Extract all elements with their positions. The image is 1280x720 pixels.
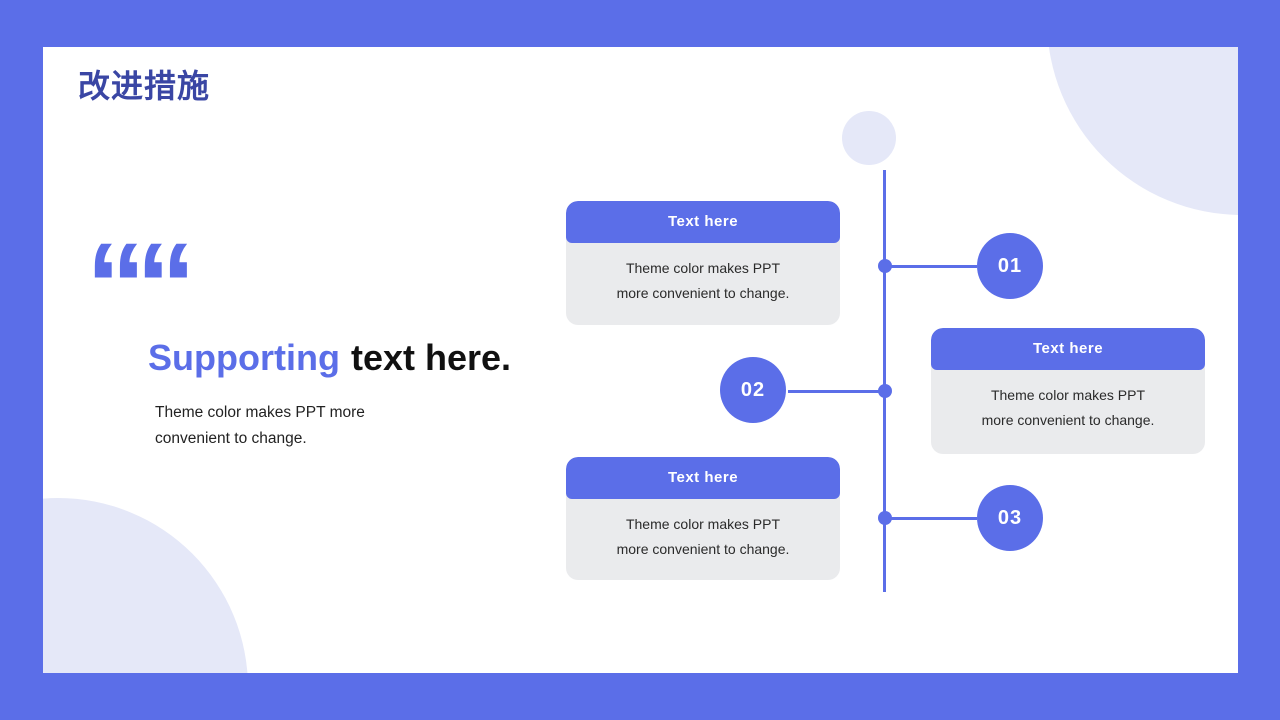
card-body-line: more convenient to change. [616,541,790,557]
intro-paragraph-line: Theme color makes PPT more [155,404,365,421]
card-body-line: Theme color makes PPT [625,260,781,276]
decorative-circle-top-right [1047,47,1238,215]
quote-glyph: “ [86,218,146,352]
card-body-line: more convenient to change. [616,285,790,301]
timeline-badge-01: 01 [977,233,1043,299]
card-body-line: Theme color makes PPT [990,387,1146,403]
timeline-card-2: Text here Theme color makes PPT more con… [931,328,1205,454]
card-body: Theme color makes PPT more convenient to… [566,499,840,562]
quote-glyph: “ [136,218,196,352]
card-header: Text here [931,328,1205,370]
card-header: Text here [566,457,840,499]
card-body-line: more convenient to change. [981,412,1155,428]
timeline-badge-03: 03 [977,485,1043,551]
card-body: Theme color makes PPT more convenient to… [566,243,840,306]
card-header: Text here [566,201,840,243]
timeline-connector-2 [788,390,885,393]
timeline-connector-1 [885,265,977,268]
timeline-badge-02: 02 [720,357,786,423]
timeline-card-3: Text here Theme color makes PPT more con… [566,457,840,580]
timeline-connector-3 [885,517,977,520]
quote-icon: ““ [86,225,196,345]
heading-highlight: Supporting [148,337,340,378]
card-body-line: Theme color makes PPT [625,516,781,532]
heading-rest: text here. [350,337,512,378]
intro-paragraph-line: convenient to change. [155,430,307,447]
page-title: 改进措施 [78,68,211,104]
decorative-circle-small [842,111,896,165]
timeline-card-1: Text here Theme color makes PPT more con… [566,201,840,325]
timeline-line [883,170,886,592]
intro-paragraph: Theme color makes PPT more convenient to… [155,400,365,452]
decorative-circle-bottom-left [43,498,248,673]
timeline-dot-2 [878,384,892,398]
card-body: Theme color makes PPT more convenient to… [931,370,1205,433]
